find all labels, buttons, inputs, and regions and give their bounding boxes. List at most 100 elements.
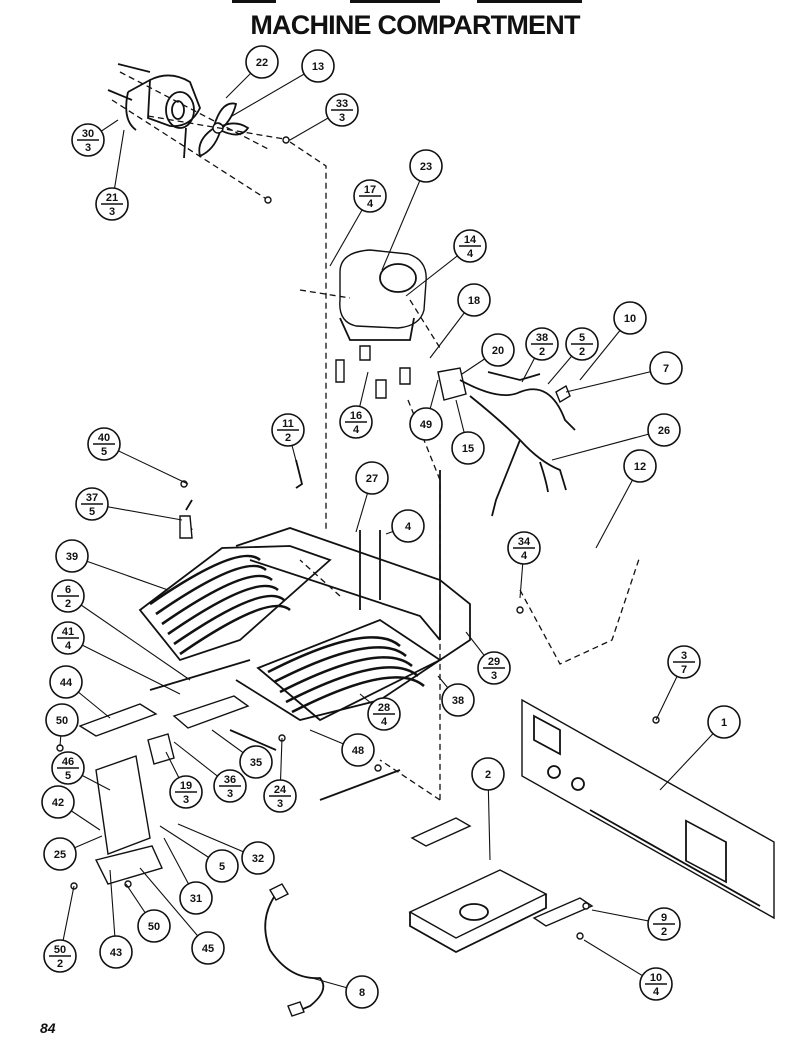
callout-sheet: 3	[339, 112, 345, 124]
callout-c24: 243	[263, 779, 297, 813]
leader-line-c6	[67, 595, 191, 681]
callout-number: 18	[468, 295, 480, 307]
callout-circle	[49, 665, 83, 699]
callout-circle	[409, 149, 443, 183]
callout-c5b: 5	[205, 849, 239, 883]
callout-c25: 25	[43, 837, 77, 871]
callout-number: 38	[536, 332, 548, 344]
callout-c49: 49	[409, 407, 443, 441]
callout-number: 6	[65, 584, 71, 596]
callout-c7: 7	[649, 351, 683, 385]
callout-c34a: 344	[507, 531, 541, 565]
relay-overload-and-harness	[437, 367, 576, 517]
callout-number: 45	[202, 943, 214, 955]
callout-c14: 144	[453, 229, 487, 263]
callout-circle	[441, 683, 475, 717]
callout-c40: 405	[87, 427, 121, 461]
callout-sheet: 2	[65, 598, 71, 610]
callout-number: 16	[350, 410, 362, 422]
callout-number: 44	[60, 677, 73, 689]
callout-circle	[41, 785, 75, 819]
callout-number: 12	[634, 461, 646, 473]
callout-circle	[623, 449, 657, 483]
callout-c38b: 38	[441, 683, 475, 717]
callout-circle	[451, 431, 485, 465]
callout-number: 37	[86, 492, 98, 504]
callout-sheet: 4	[65, 640, 72, 652]
callout-sheet: 2	[661, 926, 667, 938]
callout-number: 14	[464, 234, 477, 246]
callout-sheet: 2	[579, 346, 585, 358]
callout-number: 32	[252, 853, 264, 865]
misc-brackets	[78, 459, 401, 885]
callout-sheet: 5	[65, 770, 71, 782]
callout-c10: 10	[613, 301, 647, 335]
page-number: 84	[40, 1020, 56, 1036]
callout-number: 30	[82, 128, 94, 140]
callout-c43: 43	[99, 935, 133, 969]
callout-c30: 303	[71, 123, 105, 157]
callout-sheet: 5	[101, 446, 107, 458]
callout-c42: 42	[41, 785, 75, 819]
callout-sheet: 3	[183, 794, 189, 806]
power-cord	[264, 883, 325, 1017]
callout-circle	[409, 407, 443, 441]
callout-c39: 39	[55, 539, 89, 573]
callout-c8: 8	[345, 975, 379, 1009]
callout-number: 49	[420, 419, 432, 431]
front-panel	[521, 698, 775, 920]
callout-c10b: 104	[639, 967, 673, 1001]
drain-pan	[408, 817, 594, 954]
callout-c33: 333	[325, 93, 359, 127]
callout-c22: 22	[245, 45, 279, 79]
callout-circle	[245, 45, 279, 79]
callout-number: 46	[62, 756, 74, 768]
callout-number: 35	[250, 757, 262, 769]
callout-c38a: 382	[525, 327, 559, 361]
callout-c2: 2	[471, 757, 505, 791]
callout-number: 33	[336, 98, 348, 110]
callout-sheet: 4	[353, 424, 360, 436]
callout-number: 3	[681, 650, 687, 662]
callout-number: 15	[462, 443, 474, 455]
callout-circle	[301, 49, 335, 83]
callout-c37: 375	[75, 487, 109, 521]
callout-circle	[191, 931, 225, 965]
callout-sheet: 2	[285, 432, 291, 444]
callout-number: 10	[624, 313, 636, 325]
callout-c11: 112	[271, 413, 305, 447]
callout-c3: 37	[667, 645, 701, 679]
callout-number: 28	[378, 702, 390, 714]
callout-c41: 414	[51, 621, 85, 655]
callout-c32: 32	[241, 841, 275, 875]
callout-c29: 293	[477, 651, 511, 685]
callout-number: 7	[663, 363, 669, 375]
callout-c9: 92	[647, 907, 681, 941]
callout-number: 10	[650, 972, 662, 984]
top-rule	[232, 0, 582, 4]
callout-number: 43	[110, 947, 122, 959]
callout-number: 48	[352, 745, 364, 757]
callout-number: 8	[359, 987, 365, 999]
callout-number: 2	[485, 769, 491, 781]
condenser-coil	[138, 545, 332, 662]
leader-line-c39	[71, 555, 169, 591]
callout-circle	[45, 703, 79, 737]
callout-circle	[471, 757, 505, 791]
callout-c50b: 50	[137, 909, 171, 943]
callout-number: 38	[452, 695, 464, 707]
callout-number: 4	[405, 521, 412, 533]
callout-number: 23	[420, 161, 432, 173]
callout-sheet: 4	[653, 986, 660, 998]
callout-circle	[647, 413, 681, 447]
callout-c23: 23	[409, 149, 443, 183]
callout-number: 36	[224, 774, 236, 786]
callout-c45: 45	[191, 931, 225, 965]
callout-sheet: 3	[491, 670, 497, 682]
callout-sheet: 2	[57, 958, 63, 970]
callout-circle	[613, 301, 647, 335]
leader-line-c41	[67, 637, 181, 695]
callout-c35: 35	[239, 745, 273, 779]
callout-c20: 20	[481, 333, 515, 367]
